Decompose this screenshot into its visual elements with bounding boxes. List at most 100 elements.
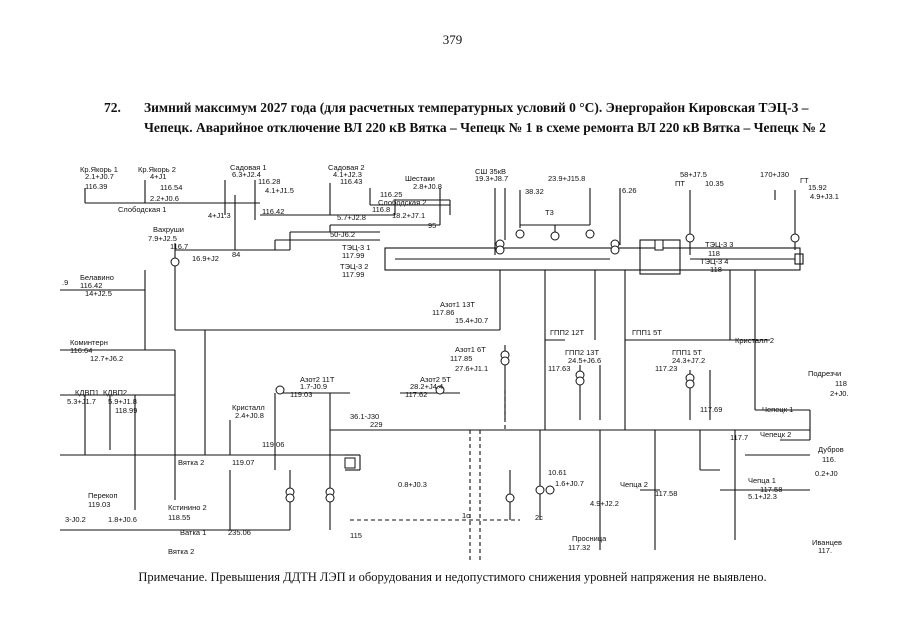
label-sadovaya-1-v: 116.28 — [258, 177, 280, 186]
label-slob-2-v: 116.8 — [372, 205, 390, 214]
label-v-115: 115 — [350, 531, 362, 540]
label-bus-1c: 1с — [462, 511, 470, 520]
label-chepetsk-v: 117.7 — [730, 433, 748, 442]
label-bus-2c: 2с — [535, 513, 543, 522]
label-chepetsk-2b: Чепца 2 — [620, 480, 648, 489]
label-chepetsk-2: Чепецк 2 — [760, 430, 791, 439]
label-belavino-v: 116.42 — [80, 281, 102, 290]
label-prosnitsa-v: 117.32 — [568, 543, 590, 552]
label-kommunar-flow: 12.7+J6.2 — [90, 354, 123, 363]
label-kr-yakor-1: Кр.Якорь 1 — [80, 165, 118, 174]
label-vyatka-1: Ватка 1 — [180, 528, 206, 537]
transformer-symbols — [170, 229, 800, 503]
scheme-lines — [60, 180, 811, 550]
label-tets-1: ТЭЦ-3 1 — [342, 243, 370, 252]
label-bus-95: 95 — [428, 221, 436, 230]
label-kristall-2: Кристалл 2 — [735, 336, 774, 345]
label-vyatka-2-v: 119.07 — [232, 458, 254, 467]
label-belavino: Белавино — [80, 273, 114, 282]
label-f-32: 3-J0.2 — [65, 515, 86, 524]
label-azot2-11t-v: 119.03 — [290, 390, 312, 399]
label-tets-3: ТЭЦ-3 3 — [705, 240, 733, 249]
label-gpp1-5t-b-v: 117.23 — [655, 364, 677, 373]
label-azot1-13t-v: 117.86 — [432, 308, 454, 317]
label-vyatka-2: Вятка 2 — [178, 458, 204, 467]
label-tets-2-v: 117.99 — [342, 270, 364, 279]
footnote: Примечание. Превышения ДДТН ЛЭП и оборуд… — [138, 570, 767, 584]
label-kstinino-2: Кстинино 2 — [168, 503, 207, 512]
label-podrezch-v: 118 — [835, 379, 847, 388]
label-kr-yakor-2-v: 116.54 — [160, 183, 182, 192]
scheme-labels: Кр.Якорь 1 2.1+J0.7 116.39 Кр.Якорь 2 4+… — [62, 163, 849, 556]
label-tets-3-v: 118 — [708, 249, 720, 258]
label-azot2-5t: Азот2 5Т — [420, 375, 451, 384]
section-number: 72. — [104, 100, 121, 115]
label-azot1-13t-flow: 15.4+J0.7 — [455, 316, 488, 325]
label-kr-yakor-1-v: 116.39 — [85, 182, 107, 191]
label-pt-v: 10.35 — [705, 179, 724, 188]
label-f-50: 50-J6.2 — [330, 230, 355, 239]
label-tets-4-v: 118 — [710, 265, 722, 274]
label-kommunar-v: 116.64 — [70, 346, 92, 355]
label-vakhrushi: Вахруши — [153, 225, 184, 234]
label-vakhrushi-fl2: 16.9+J2 — [192, 254, 219, 263]
label-kdvp2: КДВП2 — [103, 388, 127, 397]
label-bus-84: 84 — [232, 250, 240, 259]
label-chepetsk-1b-v: 117.58 — [760, 485, 782, 494]
label-chepetsk-1b-flow: 5.1+J2.3 — [748, 492, 777, 501]
label-f-16: 1.6+J0.7 — [555, 479, 584, 488]
page-number: 379 — [442, 32, 463, 47]
label-gpp2-13t-v: 117.63 — [548, 364, 570, 373]
label-shestaki-v: 116.25 — [380, 190, 402, 199]
label-f-left-p: .9 — [62, 278, 68, 287]
label-kristall-v: 119.06 — [262, 440, 284, 449]
label-kr-yakor-2-flow: 4+J1 — [150, 172, 166, 181]
label-kdvp1-flow: 5.3+J1.7 — [67, 397, 96, 406]
label-vakhrushi-v: 116.7 — [170, 242, 188, 251]
label-slob-1-flow: 4+J1.3 — [208, 211, 231, 220]
label-gpp2-12t: ГПП2 12Т — [550, 328, 584, 337]
label-vyatka-2b: Вятка 2 — [168, 547, 194, 556]
label-shestaki: Шестаки — [405, 174, 435, 183]
label-kstinino-2-v: 118.55 — [168, 513, 190, 522]
label-slob-1: Слободская 1 — [118, 205, 166, 214]
label-gpp1-5t: ГПП1 5Т — [632, 328, 662, 337]
label-ssh-35-flow: 19.3+J8.7 — [475, 174, 508, 183]
label-gt-aux: 4.9+J3.1 — [810, 192, 839, 201]
label-podrezch: Подрезчи — [808, 369, 841, 378]
section-heading: 72. Зимний максимум 2027 года (для расче… — [104, 98, 844, 138]
label-ssh-35: СШ 35кВ — [475, 167, 506, 176]
label-kommunar: Коминтерн — [70, 338, 108, 347]
label-azot2-5t-flow: 28.2+J4.4 — [410, 382, 443, 391]
label-dubrovka-flow: 0.2+J0 — [815, 469, 838, 478]
label-tets-4: ТЭЦ-3 4 — [700, 257, 728, 266]
label-f-229: 229 — [370, 420, 383, 429]
label-gt-v: 15.92 — [808, 183, 827, 192]
label-dubrovka: Дубров — [818, 445, 844, 454]
label-azot1-6t: Азот1 6Т — [455, 345, 486, 354]
label-f-361: 36.1-J30 — [350, 412, 379, 421]
label-prosnitsa: Просница — [572, 534, 607, 543]
scheme-dashed-lines — [350, 390, 520, 560]
label-f-1061: 10.61 — [548, 468, 567, 477]
label-f-08: 0.8+J0.3 — [398, 480, 427, 489]
label-top-v-626: 6.26 — [622, 186, 637, 195]
label-azot1-13t: Азот1 13Т — [440, 300, 475, 309]
label-azot2-11t: Азот2 11Т — [300, 375, 335, 384]
label-chepetsk-1: Чепецк 1 — [762, 405, 793, 414]
label-kr-yakor-2: Кр.Якорь 2 — [138, 165, 176, 174]
label-vakhrushi-flow: 7.9+J2.5 — [148, 234, 177, 243]
label-ivantsevo-v: 117. — [818, 546, 832, 555]
label-sadovaya-1-flow: 6.3+J2.4 — [232, 170, 261, 179]
label-ivantsevo: Иванцев — [812, 538, 842, 547]
label-perekop-v: 119.03 — [88, 500, 110, 509]
label-kristall-v2: 117.69 — [700, 405, 722, 414]
label-vyatka-1-v: 235.06 — [228, 528, 251, 537]
label-f-57: 5.7+J2.8 — [337, 213, 366, 222]
label-t3: Т3 — [545, 208, 554, 217]
label-gpp1-5t-b: ГПП1 5Т — [672, 348, 702, 357]
label-f-22: 2.2+J0.6 — [150, 194, 179, 203]
label-gt-flow: 170+J30 — [760, 170, 789, 179]
label-gpp1-5t-b-flow: 24.3+J7.2 — [672, 356, 705, 365]
label-gt: ГТ — [800, 176, 809, 185]
